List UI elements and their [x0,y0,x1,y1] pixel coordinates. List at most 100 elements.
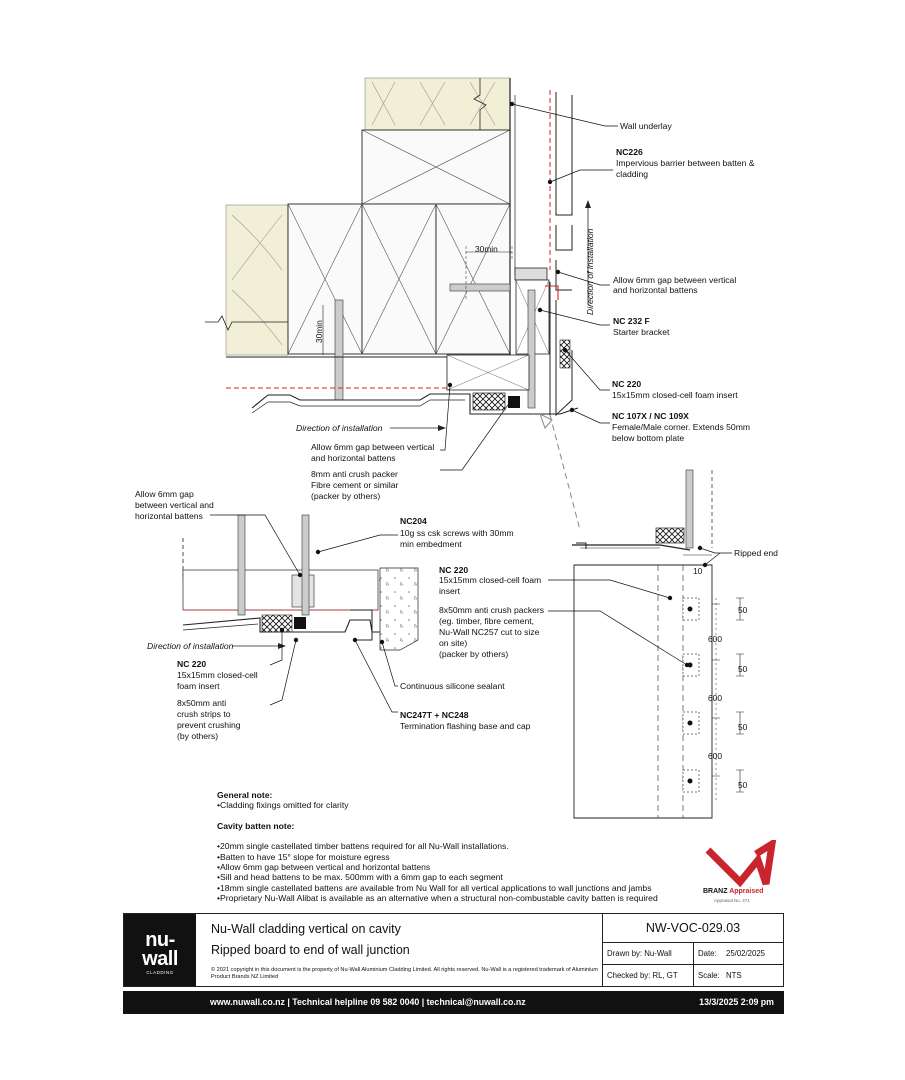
plan-nc247-code: NC247T + NC248 [400,710,469,720]
label-nc220-code: NC 220 [612,379,641,389]
foam-insert-top [472,392,506,411]
dim-600b: 600 [708,693,722,703]
plan-strip-line1: 8x50mm anti [177,698,226,708]
packer-block [508,396,520,408]
cavity-note-title: Cavity batten note: [217,820,295,831]
dim-600a: 600 [708,634,722,644]
dim-50a: 50 [738,605,748,615]
dim-600c: 600 [708,751,722,761]
cavity-note-item: Sill and head battens to be max. 500mm w… [217,872,697,882]
label-gap2-line2: and horizontal battens [311,453,396,463]
ripped-board [573,564,713,819]
plan-nc247-line1: Termination flashing base and cap [400,721,531,731]
branz-logo-icon [705,840,777,888]
logo-line3: CLADDING [146,970,174,975]
date-label: Date: [698,949,717,958]
drawing-title: Nu-Wall cladding vertical on cavity [211,922,401,936]
elev-packers-line1: 8x50mm anti crush packers [439,605,544,615]
plan-sealant: Continuous silicone sealant [400,681,505,691]
cavity-note-item: 18mm single castellated battens are avai… [217,883,697,893]
general-note-title: General note: [217,790,273,800]
label-direction-vertical: Direction of installation [585,228,595,315]
date-value: 25/02/2025 [726,949,766,958]
label-nc107-line2: below bottom plate [612,433,684,443]
insulation-left [225,204,289,356]
dim-30min-top: 30min [475,244,498,254]
branz-word: BRANZ [703,888,728,895]
elev-nc220-line2: insert [439,586,461,596]
drawn-by: Drawn by: Nu-Wall [607,949,672,958]
elev-nc220-line1: 15x15mm closed-cell foam [439,575,541,585]
plan-gap-line1: Allow 6mm gap [135,489,194,499]
label-nc220-line1: 15x15mm closed-cell foam insert [612,390,738,400]
plan-direction-label: Direction of installation [147,641,234,651]
logo-line2: wall [142,948,178,970]
branz-label: BRANZ Appraised [703,888,763,895]
label-gap2-line1: Allow 6mm gap between vertical [311,442,434,452]
plan-gap-line3: horizontal battens [135,511,203,521]
elev-packers-line5: (packer by others) [439,649,508,659]
label-nc226-code: NC226 [616,147,643,157]
label-gap-line1: Allow 6mm gap between vertical [613,275,736,285]
drawing-code: NW-VOC-029.03 [603,914,783,943]
label-wall-underlay: Wall underlay [620,121,672,131]
general-note-item: Cladding fixings omitted for clarity [217,800,697,810]
elev-packers-line3: Nu-Wall NC257 cut to size [439,627,540,637]
nuwall-logo: nu- wall CLADDING [124,914,196,986]
footer-bar: www.nuwall.co.nz | Technical helpline 09… [123,991,784,1014]
plan-nc220-line1: 15x15mm closed-cell [177,670,258,680]
label-packer-line3: (packer by others) [311,491,380,501]
plan-nc204-line1: 10g ss csk screws with 30mm [400,528,514,538]
branz-appraised: Appraised [729,888,764,895]
plan-gap-line2: between vertical and [135,500,214,510]
dim-30min-side: 30min [314,320,324,343]
title-block: nu- wall CLADDING Nu-Wall cladding verti… [123,913,784,987]
label-gap-line2: and horizontal battens [613,285,698,295]
label-nc232-line1: Starter bracket [613,327,670,337]
label-packer-line1: 8mm anti crush packer [311,469,398,479]
detail-section-elevation: 10 50 600 50 600 50 600 50 [572,469,748,819]
label-nc232-code: NC 232 F [613,316,650,326]
dim-10: 10 [693,566,703,576]
cavity-note-item: Proprietary Nu-Wall Alibat is available … [217,893,697,903]
leaders-top [440,103,618,471]
footer-timestamp: 13/3/2025 2:09 pm [699,997,774,1007]
screw-left [334,299,344,401]
dim-50d: 50 [738,780,748,790]
screw-vertical [527,289,536,409]
label-nc107-line1: Female/Male corner. Extends 50mm [612,422,750,432]
elev-nc220-code: NC 220 [439,565,468,575]
cavity-note-item: 20mm single castellated timber battens r… [217,841,697,851]
branz-sub: Appraisal No. 471 [714,898,750,903]
cavity-note-item: Batten to have 15° slope for moisture eg… [217,852,697,862]
drawing-subtitle: Ripped board to end of wall junction [211,943,410,957]
label-direction-plan: Direction of installation [296,423,383,433]
scale-value: NTS [726,971,742,980]
elev-packers-line2: (eg. timber, fibre cement, [439,616,534,626]
checked-by: Checked by: RL, GT [607,971,678,980]
plan-strip-line4: (by others) [177,731,218,741]
label-packer-line2: Fibre cement or similar [311,480,399,490]
copyright: © 2021 copyright in this document is the… [211,967,599,980]
detail-section-plan: Direction of installation [147,514,419,651]
dim-50b: 50 [738,664,748,674]
plan-nc204-code: NC204 [400,516,427,526]
plan-nc204-line2: min embedment [400,539,462,549]
logo-line1: nu- [145,929,175,951]
dim-50c: 50 [738,722,748,732]
cavity-note-item: Allow 6mm gap between vertical and horiz… [217,862,697,872]
leaders-elevation [548,547,732,666]
label-nc226-line2: cladding [616,169,648,179]
screw-horizontal [449,283,511,292]
label-nc226-line1: Impervious barrier between batten & [616,158,755,168]
plan-strip-line2: crush strips to [177,709,231,719]
elev-ripped-end: Ripped end [734,548,778,558]
elev-packers-line4: on site) [439,638,467,648]
notes-block: General note: Cladding fixings omitted f… [217,790,697,904]
plan-nc220-line2: foam insert [177,681,220,691]
plan-nc220-code: NC 220 [177,659,206,669]
label-nc107-code: NC 107X / NC 109X [612,411,689,421]
concrete-edge [379,567,419,651]
insulation-top [364,77,511,131]
